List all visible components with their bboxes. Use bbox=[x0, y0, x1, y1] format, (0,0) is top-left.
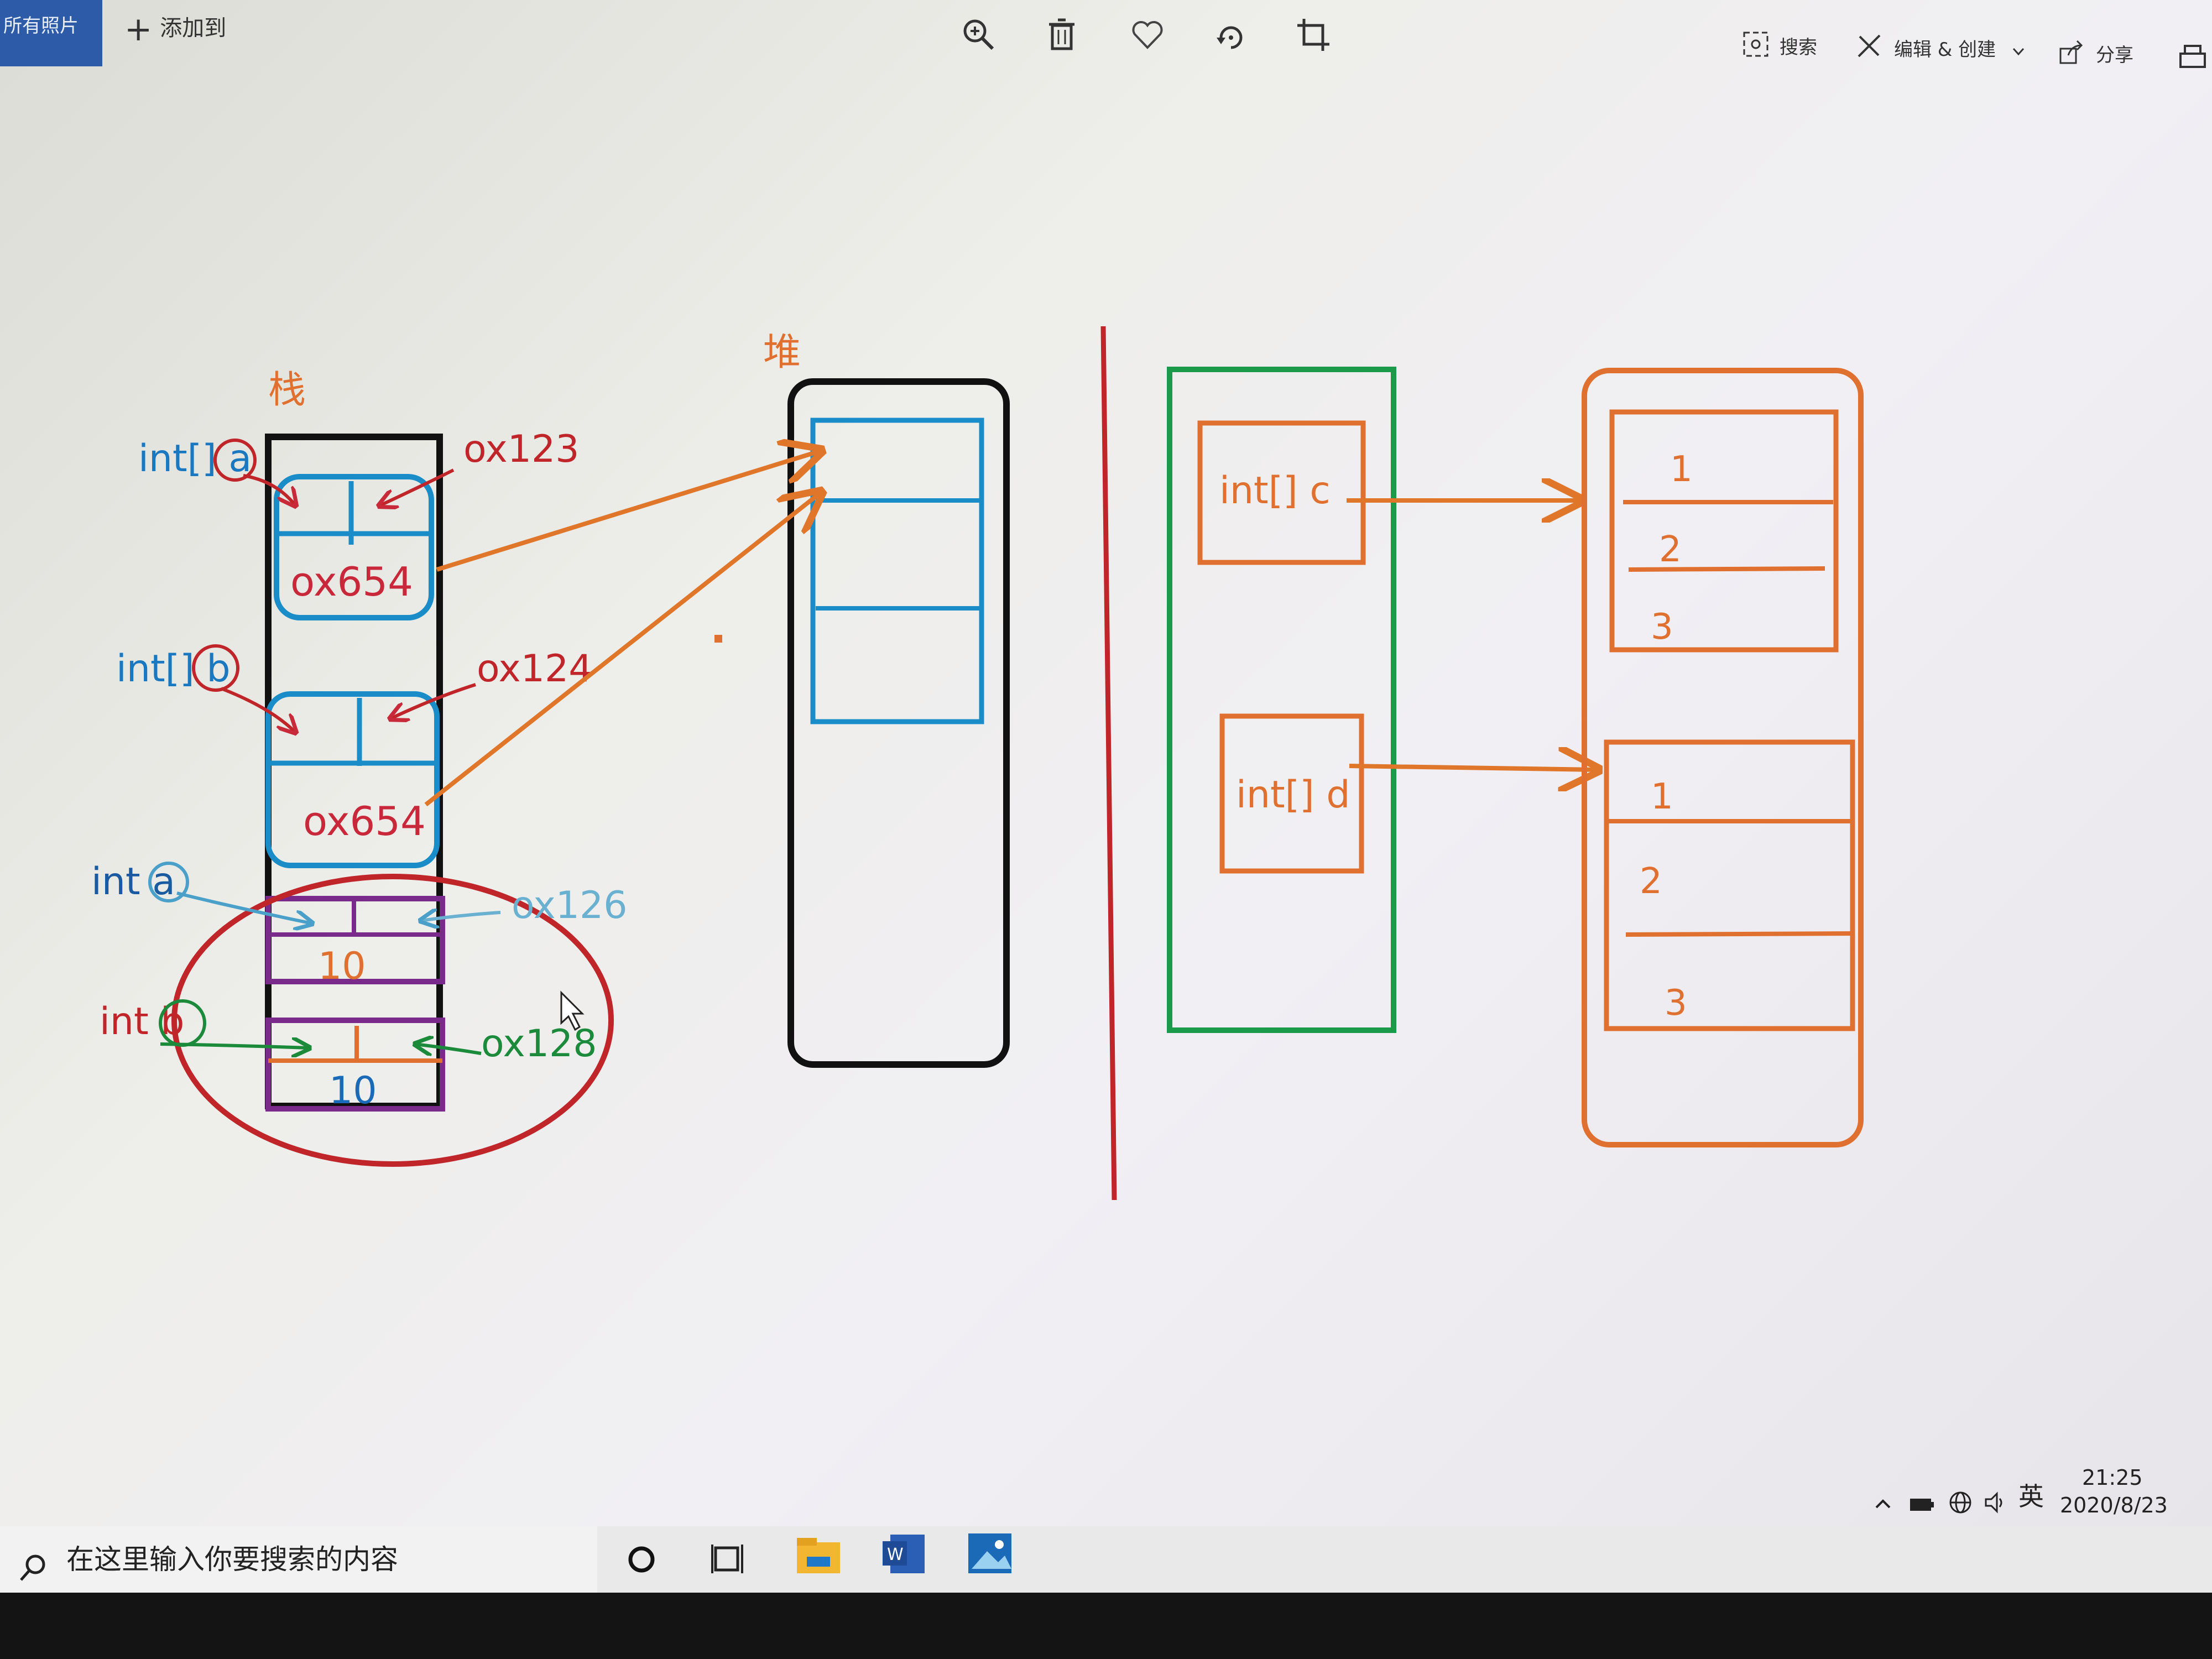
pointer-arrow-d bbox=[1349, 766, 1598, 770]
svg-text:W: W bbox=[887, 1545, 904, 1564]
right-heap-box bbox=[1582, 368, 1864, 1147]
address-int-a: ox126 bbox=[512, 884, 628, 927]
print-icon[interactable] bbox=[2176, 41, 2209, 75]
cortana-icon[interactable] bbox=[625, 1543, 658, 1576]
heap-array bbox=[810, 418, 984, 724]
chevron-down-icon[interactable] bbox=[2010, 43, 2027, 60]
pointer-arrow-b bbox=[424, 492, 821, 807]
label-int-a: int a bbox=[91, 860, 175, 904]
heap-array-2-item-1: 2 bbox=[1640, 861, 1662, 902]
crop-icon[interactable] bbox=[1294, 15, 1333, 54]
photos-app-icon[interactable] bbox=[965, 1529, 1015, 1579]
heap-array-2-item-2: 3 bbox=[1665, 983, 1687, 1024]
word-icon[interactable]: W bbox=[879, 1529, 929, 1579]
address-a: ox123 bbox=[463, 427, 580, 471]
divider-line bbox=[1100, 326, 1117, 1201]
mouse-cursor-icon bbox=[560, 990, 585, 1031]
stack-box bbox=[265, 434, 443, 1109]
share-icon[interactable] bbox=[2057, 39, 2085, 66]
plus-icon: + bbox=[124, 10, 153, 49]
clock-time[interactable]: 21:25 bbox=[2082, 1465, 2143, 1490]
zoom-icon[interactable] bbox=[959, 15, 998, 54]
battery-icon[interactable] bbox=[1908, 1493, 1936, 1515]
stack-cell-int-b bbox=[265, 1018, 445, 1112]
heap-array-1-item-0: 1 bbox=[1670, 449, 1693, 490]
taskbar-strip bbox=[597, 1526, 2212, 1593]
cell-int-arr-c bbox=[1197, 420, 1366, 565]
label-int-arr-c: int[] c bbox=[1219, 469, 1331, 513]
all-photos-tab[interactable]: 所有照片 bbox=[0, 0, 102, 66]
heap-title: 堆 bbox=[763, 331, 801, 374]
heap-array-1 bbox=[1609, 409, 1839, 653]
search-icon bbox=[20, 1554, 45, 1581]
add-to-button[interactable]: + 添加到 bbox=[124, 10, 226, 49]
pointer-arrow-a bbox=[436, 451, 821, 572]
edit-create-icon[interactable] bbox=[1855, 32, 1883, 60]
stack-num-a: 10 bbox=[318, 945, 366, 988]
clock-date[interactable]: 2020/8/23 bbox=[2060, 1493, 2168, 1517]
stack-value-b: ox654 bbox=[303, 798, 426, 844]
right-stack-box bbox=[1167, 367, 1396, 1033]
add-to-label: 添加到 bbox=[160, 15, 227, 41]
task-view-icon[interactable] bbox=[708, 1540, 747, 1579]
search-button[interactable]: 搜索 bbox=[1780, 36, 1817, 59]
network-globe-icon[interactable] bbox=[1947, 1489, 1974, 1516]
stack-cell-int-arr-b bbox=[265, 691, 440, 868]
taskbar-search-placeholder: 在这里输入你要搜索的内容 bbox=[66, 1543, 398, 1575]
label-int-arr-b: int[] b bbox=[116, 647, 231, 691]
label-int-arr-a: int[] a bbox=[138, 437, 252, 481]
stack-cell-int-arr-a bbox=[274, 474, 434, 620]
memory-diagram: 栈 ox654 ox654 10 10 int[] a int[] b in bbox=[91, 326, 1864, 1201]
share-button[interactable]: 分享 bbox=[2096, 44, 2133, 66]
stack-num-b: 10 bbox=[329, 1069, 377, 1113]
label-int-arr-d: int[] d bbox=[1236, 773, 1350, 817]
chevron-up-icon[interactable] bbox=[1872, 1493, 1894, 1515]
photo-viewer-window: 所有照片 + 添加到 bbox=[0, 0, 2212, 1526]
stack-cell-int-a bbox=[265, 896, 445, 984]
volume-icon[interactable] bbox=[1983, 1490, 2007, 1515]
primitive-highlight-ellipse bbox=[171, 874, 614, 1167]
stack-title: 栈 bbox=[268, 368, 306, 412]
heap-box bbox=[787, 378, 1010, 1068]
label-int-b: int b bbox=[100, 1000, 184, 1044]
file-explorer-icon[interactable] bbox=[794, 1535, 843, 1579]
heap-array-1-item-1: 2 bbox=[1659, 529, 1682, 570]
heap-array-1-item-2: 3 bbox=[1651, 607, 1673, 648]
search-lens-icon[interactable] bbox=[1742, 30, 1770, 58]
stack-value-a: ox654 bbox=[290, 559, 413, 605]
ime-indicator[interactable]: 英 bbox=[2018, 1481, 2044, 1511]
taskbar-search-box[interactable]: 在这里输入你要搜索的内容 bbox=[0, 1526, 597, 1593]
toolbar: 所有照片 + 添加到 bbox=[0, 0, 2212, 83]
edit-create-button[interactable]: 编辑 & 创建 bbox=[1894, 39, 1996, 61]
heap-array-2-item-0: 1 bbox=[1651, 776, 1673, 817]
address-int-b: ox128 bbox=[481, 1022, 597, 1066]
delete-icon[interactable] bbox=[1042, 15, 1081, 54]
address-b: ox124 bbox=[477, 647, 593, 691]
rotate-icon[interactable] bbox=[1211, 15, 1250, 54]
cell-int-arr-d bbox=[1219, 713, 1364, 874]
heap-array-2 bbox=[1604, 739, 1855, 1031]
heart-icon[interactable] bbox=[1128, 15, 1167, 54]
